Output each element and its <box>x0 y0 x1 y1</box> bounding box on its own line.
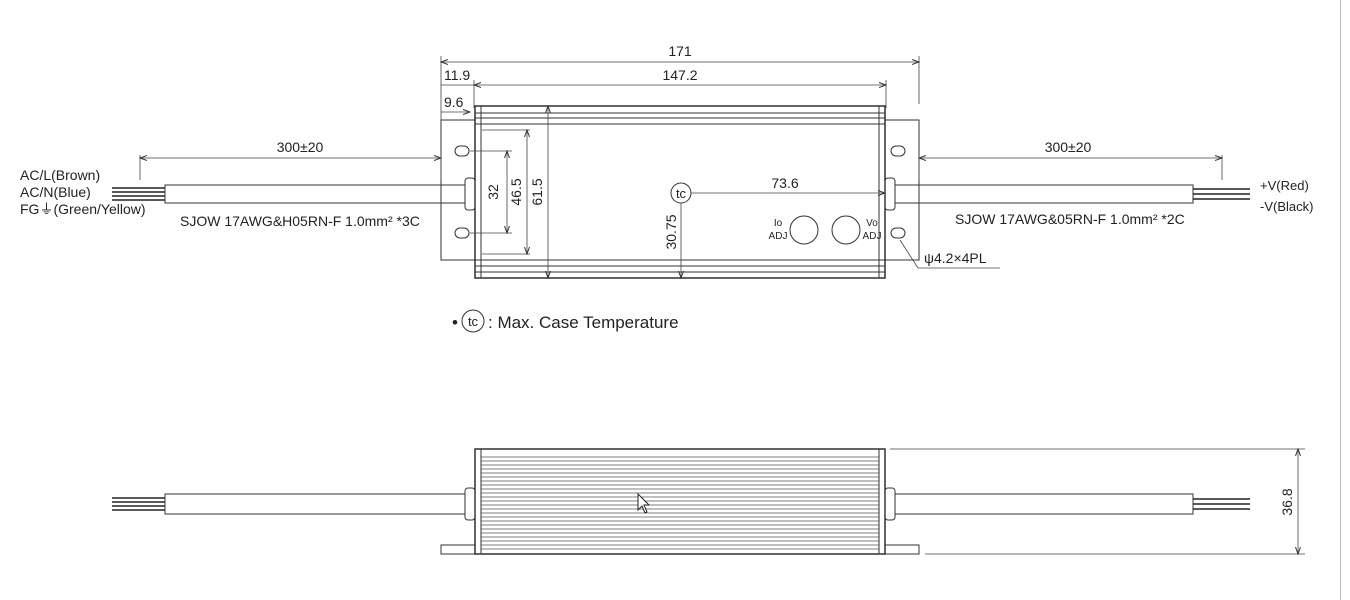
output-cable-spec: SJOW 17AWG&05RN-F 1.0mm² *2C <box>955 211 1185 227</box>
dim-right-cable-label: 300±20 <box>1045 139 1092 155</box>
legend-bullet: • <box>452 313 458 332</box>
io-label: Io <box>774 218 783 229</box>
mouse-cursor-icon <box>637 492 651 514</box>
dim-61-5-label: 61.5 <box>529 178 545 205</box>
input-wire-labels: AC/L(Brown) AC/N(Blue) FG⏚(Green/Yellow) <box>20 167 146 217</box>
dim-36-8-label: 36.8 <box>1279 488 1295 515</box>
dim-overall-length: 171 <box>441 43 919 120</box>
dim-171-label: 171 <box>668 43 692 59</box>
dim-left-cable-label: 300±20 <box>277 139 324 155</box>
io-adj-pot: Io ADJ <box>769 215 819 245</box>
vo-label: Vo <box>866 218 878 229</box>
mount-hole-callout: ψ4.2×4PL <box>899 239 1000 269</box>
input-cable: 300±20 SJOW 17AWG&H05RN-F 1.0mm² *3C <box>112 139 476 229</box>
ac-n-label: AC/N(Blue) <box>20 184 91 200</box>
v-minus-label: -V(Black) <box>1260 199 1313 214</box>
ac-l-label: AC/L(Brown) <box>20 167 100 183</box>
dim-32-label: 32 <box>485 184 501 200</box>
dim-body-length: 11.9 147.2 <box>441 67 886 108</box>
top-view: 171 11.9 147.2 9.6 <box>20 43 1313 278</box>
v-plus-label: +V(Red) <box>1260 178 1309 193</box>
dim-flange: 9.6 <box>441 94 470 112</box>
io-adj-label: ADJ <box>769 231 788 242</box>
heatsink-fins <box>481 456 879 550</box>
input-cable-spec: SJOW 17AWG&H05RN-F 1.0mm² *3C <box>180 213 420 229</box>
tc-point: tc 73.6 30.75 <box>663 175 885 278</box>
tc-marker-label: tc <box>676 186 687 201</box>
legend-text: : Max. Case Temperature <box>488 313 679 332</box>
legend-marker: tc <box>468 314 479 329</box>
dim-30-75-label: 30.75 <box>663 214 679 249</box>
dim-73-6-label: 73.6 <box>771 175 798 191</box>
dim-heights: 32 46.5 61.5 <box>470 106 548 278</box>
fg-label: FG⏚(Green/Yellow) <box>20 201 146 217</box>
dim-147-2-label: 147.2 <box>662 67 697 83</box>
left-flange <box>440 119 476 261</box>
side-view: 36.8 <box>112 449 1305 554</box>
vo-adj-label: ADJ <box>863 231 882 242</box>
dim-46-5-label: 46.5 <box>508 178 524 205</box>
right-flange <box>884 119 920 261</box>
vo-adj-pot: Vo ADJ <box>831 215 882 245</box>
mount-holes-label: ψ4.2×4PL <box>924 250 987 266</box>
dim-11-9-label: 11.9 <box>444 67 470 83</box>
dim-9-6-label: 9.6 <box>444 94 464 110</box>
output-cable: 300±20 SJOW 17AWG&05RN-F 1.0mm² *2C +V(R… <box>884 139 1313 227</box>
scrollbar[interactable] <box>1340 0 1341 600</box>
tc-legend: • tc : Max. Case Temperature <box>452 309 679 333</box>
